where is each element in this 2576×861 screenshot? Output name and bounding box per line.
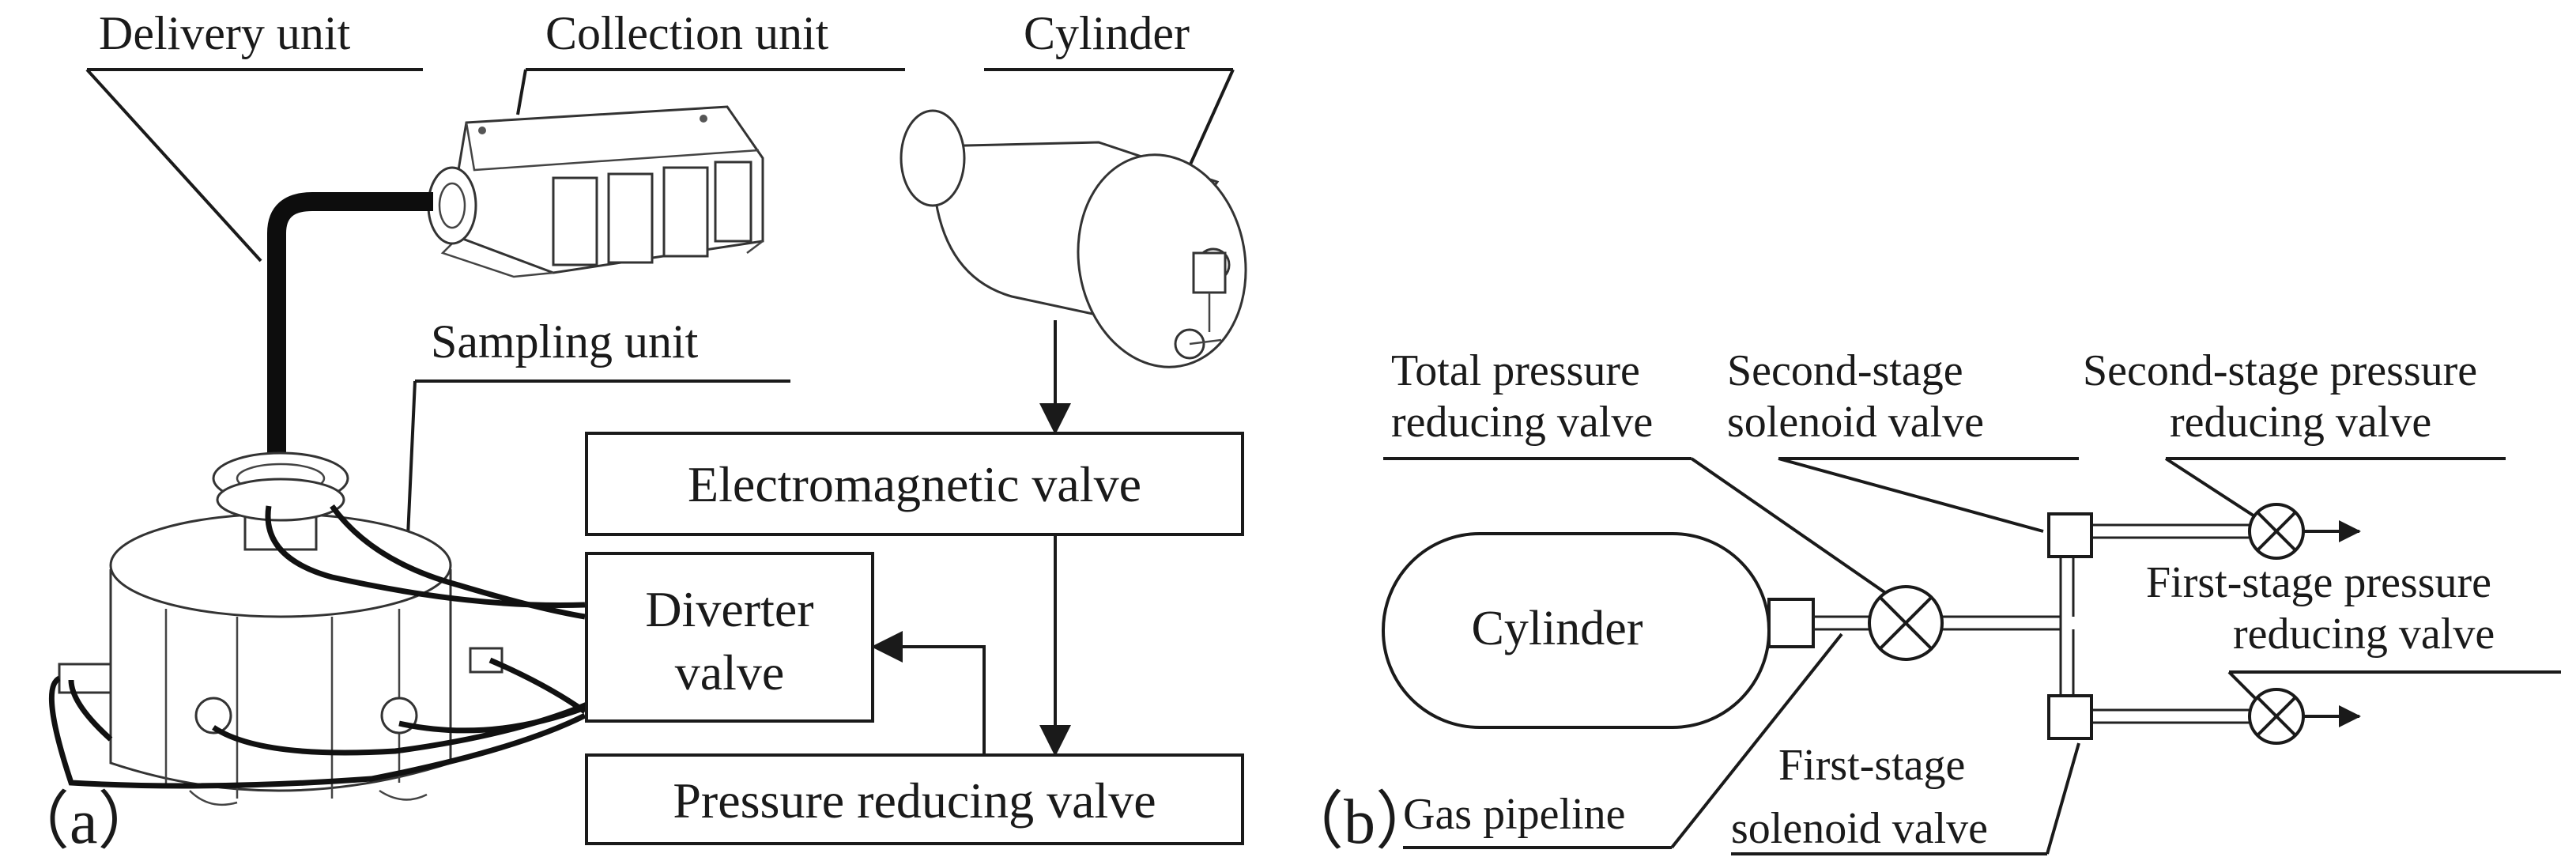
- second-stage-pr-valve: [2248, 503, 2305, 560]
- electromagnetic-valve-box: [585, 432, 1244, 536]
- leader-lines-a: [85, 68, 1235, 554]
- label-collection-unit: Collection unit: [545, 7, 829, 59]
- label-first-pr-line1: First-stage pressure: [2146, 558, 2491, 607]
- cylinder-drawing: [900, 109, 1247, 368]
- panel-a-tag: （a）: [6, 787, 161, 857]
- first-stage-pr-valve: [2248, 688, 2305, 745]
- leader-lines-b: [1383, 457, 2561, 855]
- label-second-pr-line1: Second-stage pressure: [2083, 346, 2477, 395]
- sampling-unit-drawing: [58, 451, 504, 806]
- panel-b: Total pressure reducing valve Second-sta…: [1280, 346, 2561, 857]
- label-first-sol-line2: solenoid valve: [1731, 804, 1988, 853]
- collection-unit-drawing: [427, 105, 764, 278]
- cylinder-label: Cylinder: [1472, 602, 1643, 655]
- arrow-prvalve-to-diverter: [871, 631, 986, 755]
- cables: [48, 504, 590, 789]
- cylinder-outlet: [1767, 598, 1815, 648]
- pressure-reducing-valve-label: Pressure reducing valve: [673, 772, 1156, 829]
- label-gas-pipeline: Gas pipeline: [1403, 790, 1625, 839]
- pressure-reducing-valve-box: [585, 753, 1244, 845]
- label-delivery-unit: Delivery unit: [99, 7, 351, 59]
- label-first-pr-line2: reducing valve: [2233, 610, 2495, 659]
- first-stage-solenoid-valve: [2047, 694, 2093, 740]
- total-pr-valve: [1868, 585, 1944, 661]
- electromagnetic-valve-label: Electromagnetic valve: [688, 456, 1141, 512]
- diverter-valve-label-line1: Diverter: [645, 581, 813, 637]
- panel-b-tag: （b）: [1280, 787, 1439, 857]
- label-second-sol-line2: solenoid valve: [1727, 398, 1984, 447]
- label-total-pr-line2: reducing valve: [1391, 398, 1653, 447]
- label-cylinder: Cylinder: [1024, 7, 1190, 59]
- label-second-sol-line1: Second-stage: [1727, 346, 1963, 395]
- second-stage-solenoid-valve: [2047, 512, 2093, 558]
- gas-pipeline: [1813, 523, 2249, 724]
- diverter-valve-label-line2: valve: [675, 644, 785, 701]
- label-first-sol-line1: First-stage: [1778, 741, 1965, 790]
- diverter-valve-box: [585, 552, 874, 723]
- delivery-tube: [267, 192, 433, 478]
- label-total-pr-line1: Total pressure: [1391, 346, 1640, 395]
- label-second-pr-line2: reducing valve: [2170, 398, 2431, 447]
- label-sampling-unit: Sampling unit: [431, 315, 699, 368]
- panel-a: Delivery unit Collection unit Cylinder S…: [6, 7, 1247, 857]
